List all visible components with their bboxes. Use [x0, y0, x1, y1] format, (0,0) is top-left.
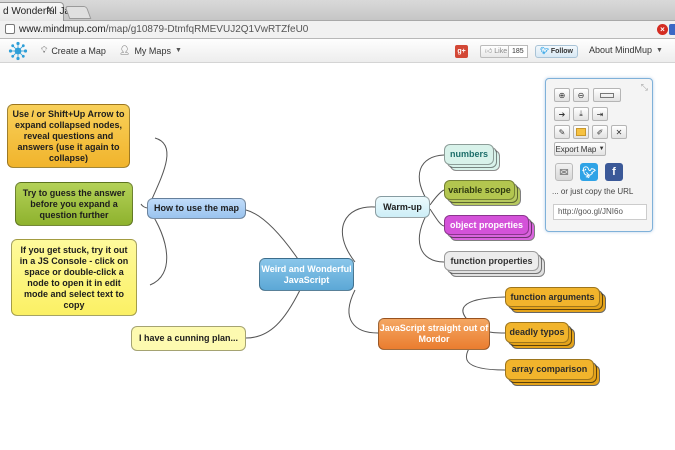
node-cunning-plan[interactable]: I have a cunning plan... [131, 326, 246, 351]
connector-root-cunning-plan [245, 289, 301, 339]
connector-warm-up-object-properties [429, 208, 445, 227]
download-icon: ⤓ [579, 109, 583, 118]
node-object-properties[interactable]: object properties [444, 215, 529, 235]
like-button[interactable]: 👍︎ Like [480, 45, 513, 58]
keyboard-icon [600, 92, 614, 98]
new-tab-button[interactable] [64, 6, 92, 19]
zoom-out-button[interactable]: ⊖ [573, 88, 589, 102]
short-url-field[interactable]: http://goo.gl/JNI6o [553, 204, 647, 220]
node-array-comparison[interactable]: array comparison [505, 359, 594, 380]
connector-warm-up-variable-scope [429, 189, 445, 206]
chevron-down-icon: ▼ [598, 146, 605, 152]
google-plus-button[interactable]: g+ [455, 45, 468, 58]
export-map-label: Export Map [555, 144, 597, 154]
reset-view-button[interactable] [593, 88, 621, 102]
about-menu[interactable]: About MindMup ▼ [589, 45, 663, 55]
node-tip-expand[interactable]: Use / or Shift+Up Arrow to expand collap… [7, 104, 130, 168]
link-button[interactable]: ✐ [592, 125, 608, 139]
tab-title: d Wonderful Java [3, 6, 81, 17]
extension-icon[interactable] [669, 24, 675, 35]
lightbulb-icon: 💡︎ [41, 45, 48, 55]
edit-button[interactable]: ✎ [554, 125, 570, 139]
node-warm-up[interactable]: Warm-up [375, 196, 430, 218]
app-navbar: 💡︎ Create a Map 👤︎ My Maps ▼ g+ 👍︎ Like … [0, 39, 675, 63]
email-share-button[interactable]: ✉ [555, 163, 573, 181]
url-host: www.mindmup.com [19, 24, 106, 35]
node-function-arguments[interactable]: function arguments [505, 287, 600, 307]
url-path: /map/g10879-DtmfqRMEVUJ2Q1VwRTZfeU0 [105, 24, 309, 35]
color-swatch-icon [576, 128, 586, 136]
node-numbers[interactable]: numbers [444, 144, 494, 165]
chevron-down-icon: ▼ [656, 46, 663, 54]
export-map-button[interactable]: Export Map ▼ [554, 142, 606, 156]
add-subidea-button[interactable]: ➔ [554, 107, 570, 121]
node-root[interactable]: Weird and Wonderful JavaScript [259, 258, 354, 291]
add-sibling-button[interactable]: ⤓ [573, 107, 589, 121]
zoom-in-icon: ⊕ [558, 90, 566, 100]
user-icon: 👤︎ [119, 45, 131, 55]
connector-root-mordor [348, 289, 379, 334]
copy-url-label: ... or just copy the URL [552, 187, 634, 196]
close-icon: ✕ [615, 127, 623, 137]
my-maps-menu[interactable]: 👤︎ My Maps ▼ [119, 45, 182, 56]
node-variable-scope[interactable]: variable scope [444, 180, 515, 200]
pencil-icon: ✎ [558, 127, 566, 137]
twitter-bird-icon: 🐦︎ [540, 48, 549, 55]
about-label: About MindMup [589, 45, 653, 55]
color-button[interactable] [573, 125, 589, 139]
follow-label: Follow [550, 48, 574, 55]
node-function-properties[interactable]: function properties [444, 251, 539, 271]
stop-icon[interactable]: × [657, 24, 668, 35]
map-toolbar-panel: ⤡ ⊕ ⊖ ➔ ⤓ ⇥ ✎ ✐ ✕ Export Map ▼ ✉ 🐦︎ f ..… [545, 78, 653, 232]
arrow-right-icon: ➔ [558, 109, 566, 119]
facebook-share-button[interactable]: f [605, 163, 623, 181]
node-tip-console[interactable]: If you get stuck, try it out in a JS Con… [11, 239, 137, 316]
twitter-share-button[interactable]: 🐦︎ [580, 163, 598, 181]
connector-how-to-use-tip-console [147, 207, 168, 286]
eraser-icon: ✐ [596, 127, 604, 137]
url-text[interactable]: www.mindmup.com/map/g10879-DtmfqRMEVUJ2Q… [19, 24, 308, 35]
tab-bar: d Wonderful Java ✕ [0, 0, 675, 21]
thumb-icon: 👍︎ [485, 48, 493, 55]
create-map-button[interactable]: 💡︎ Create a Map [41, 45, 106, 56]
connector-root-how-to-use [245, 209, 301, 263]
node-how-to-use[interactable]: How to use the map [147, 198, 246, 219]
like-label: Like [494, 48, 508, 55]
like-count: 185 [508, 45, 528, 58]
connector-root-warm-up [342, 206, 376, 263]
insert-parent-button[interactable]: ⇥ [592, 107, 608, 121]
twitter-bird-icon: 🐦︎ [582, 166, 596, 179]
node-tip-guess[interactable]: Try to guess the answer before you expan… [15, 182, 133, 226]
browser-tab[interactable]: d Wonderful Java ✕ [0, 2, 81, 21]
page-icon [5, 24, 15, 34]
mindmup-logo-icon[interactable] [8, 41, 28, 61]
twitter-follow-button[interactable]: 🐦︎ Follow [535, 45, 579, 58]
my-maps-label: My Maps [134, 45, 171, 56]
tab-close-icon[interactable]: ✕ [46, 5, 55, 16]
chevron-down-icon: ▼ [174, 47, 182, 54]
node-mordor[interactable]: JavaScript straight out of Mordor [378, 318, 490, 350]
arrow-in-icon: ⇥ [596, 109, 604, 119]
address-bar[interactable]: www.mindmup.com/map/g10879-DtmfqRMEVUJ2Q… [0, 21, 675, 39]
zoom-in-button[interactable]: ⊕ [554, 88, 570, 102]
create-map-label: Create a Map [51, 45, 106, 56]
facebook-icon: f [612, 166, 616, 178]
collapse-panel-icon[interactable]: ⤡ [640, 82, 648, 92]
envelope-icon: ✉ [559, 166, 569, 179]
node-deadly-typos[interactable]: deadly typos [505, 322, 569, 343]
delete-button[interactable]: ✕ [611, 125, 627, 139]
zoom-out-icon: ⊖ [577, 90, 585, 100]
